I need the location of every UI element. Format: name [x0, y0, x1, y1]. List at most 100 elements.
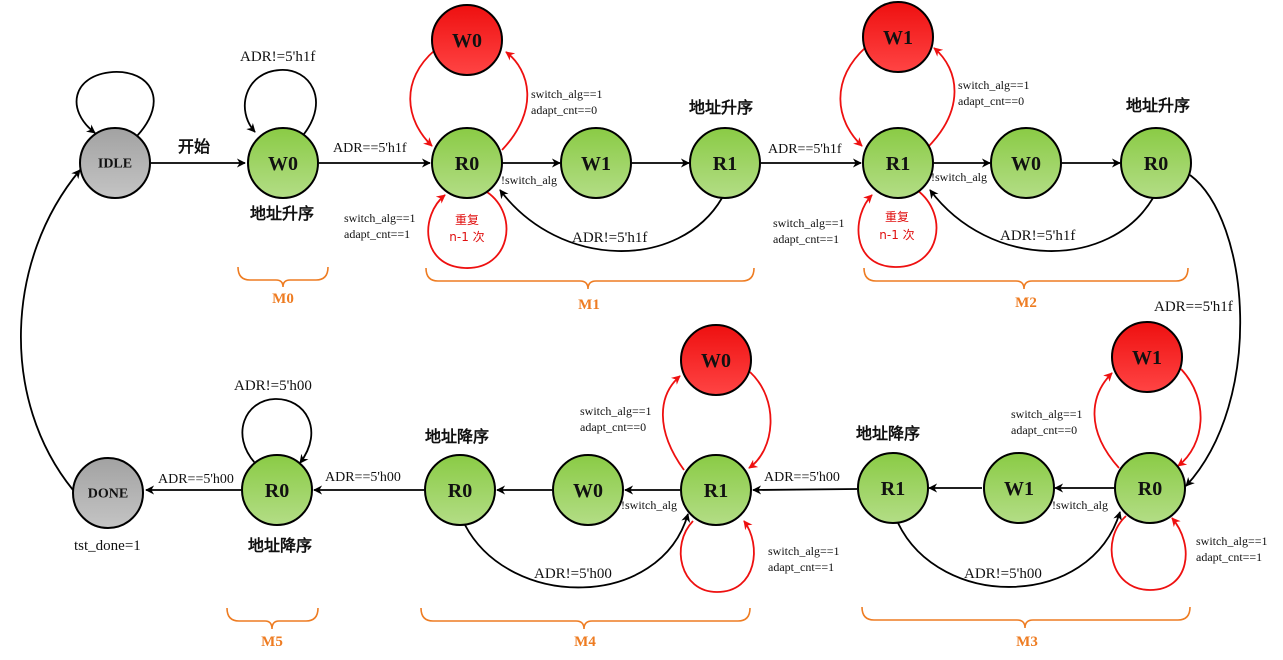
state-m2-r1[interactable]: R1 [862, 127, 934, 199]
state-m3-w1-red[interactable]: W1 [1111, 321, 1183, 393]
edge-m3-redw1-to-r0 [1177, 368, 1202, 467]
group-label-m5: M5 [261, 634, 283, 650]
state-done[interactable]: DONE [72, 457, 144, 529]
label-m2-self-switch: switch_alg==1 [773, 216, 845, 230]
state-m2-r0-label: R0 [1144, 153, 1168, 175]
group-label-m2: M2 [1015, 295, 1037, 311]
state-m1-r1[interactable]: R1 [689, 127, 761, 199]
edge-m2-to-m3 [1185, 174, 1242, 487]
bracket-m2 [863, 267, 1189, 290]
state-m4-w0-label: W0 [573, 480, 603, 502]
state-m4-r0-label: R0 [448, 480, 472, 502]
label-m1-switch: switch_alg==1 [531, 87, 603, 101]
label-m4-desc: 地址降序 [425, 427, 489, 446]
bracket-m4 [420, 607, 751, 630]
state-m4-w0[interactable]: W0 [552, 454, 624, 526]
label-m2-adapt0: adapt_cnt==0 [958, 94, 1024, 108]
state-done-label: DONE [88, 487, 128, 502]
label-m1-repeat-2: n-1 次 [449, 230, 484, 244]
edge-m2-r0-back [929, 189, 1154, 252]
state-m4-w0-red-label: W0 [701, 350, 731, 372]
edge-m5-r0-self [241, 398, 313, 464]
label-m3-self-switch: switch_alg==1 [1196, 534, 1268, 548]
label-m5-desc: 地址降序 [248, 536, 312, 555]
state-m3-r0[interactable]: R0 [1114, 452, 1186, 524]
state-m4-r0[interactable]: R0 [424, 454, 496, 526]
state-m0-w0-label: W0 [268, 153, 298, 175]
label-m5-self: ADR!=5'h00 [234, 378, 312, 394]
label-m4-to-m5: ADR==5'h00 [325, 470, 401, 485]
label-m2-to-m3: ADR==5'h1f [1154, 299, 1233, 315]
bracket-m3 [861, 606, 1191, 629]
label-m2-repeat-1: 重复 [885, 210, 909, 224]
state-m1-r0[interactable]: R0 [431, 127, 503, 199]
label-m0-to-m1: ADR==5'h1f [333, 141, 407, 156]
state-m2-w1-red[interactable]: W1 [862, 1, 934, 73]
label-m2-back: ADR!=5'h1f [1000, 228, 1075, 244]
label-m4-self-switch: switch_alg==1 [768, 544, 840, 558]
edge-m3-r0-to-redw1 [1093, 372, 1120, 469]
state-m4-r1[interactable]: R1 [680, 454, 752, 526]
label-m1-back: ADR!=5'h1f [572, 230, 647, 246]
state-m5-r0[interactable]: R0 [241, 454, 313, 526]
group-label-m1: M1 [578, 297, 600, 313]
state-m2-w1-red-label: W1 [883, 27, 913, 49]
label-m1-to-m2: ADR==5'h1f [768, 142, 842, 157]
edge-m3-to-m4 [752, 485, 858, 495]
group-label-m3: M3 [1016, 634, 1038, 650]
bracket-m0 [237, 266, 329, 288]
edge-m0-w0-self [243, 69, 317, 135]
edge-m1-r0-to-redw0 [501, 51, 529, 151]
edge-m1-r0-self [427, 191, 508, 269]
label-m2-asc: 地址升序 [1126, 96, 1190, 115]
label-m4-adapt0: adapt_cnt==0 [580, 420, 646, 434]
edge-m4-r1-to-redw0 [662, 375, 685, 471]
state-m1-w1-label: W1 [581, 153, 611, 175]
state-m4-r1-label: R1 [704, 480, 728, 502]
edge-m4-r1-self [679, 520, 755, 593]
state-idle-label: IDLE [98, 157, 132, 172]
state-m2-r1-label: R1 [886, 153, 910, 175]
state-idle[interactable]: IDLE [79, 127, 151, 199]
label-m3-self-adapt1: adapt_cnt==1 [1196, 550, 1262, 564]
label-m2-switch: switch_alg==1 [958, 78, 1030, 92]
state-m1-w0-red-label: W0 [452, 30, 482, 52]
edge-m1-redw0-to-r0 [409, 49, 436, 147]
state-m3-w1[interactable]: W1 [983, 452, 1055, 524]
state-m4-w0-red[interactable]: W0 [680, 324, 752, 396]
label-m3-adapt0: adapt_cnt==0 [1011, 423, 1077, 437]
state-m3-r1[interactable]: R1 [857, 452, 929, 524]
label-m3-not-switch: !switch_alg [1052, 498, 1108, 512]
state-m1-w1[interactable]: W1 [560, 127, 632, 199]
label-m1-repeat-1: 重复 [455, 213, 479, 227]
state-m3-r0-label: R0 [1138, 478, 1162, 500]
label-m4-not-switch: !switch_alg [621, 498, 677, 512]
label-m1-asc: 地址升序 [689, 98, 753, 117]
edge-m2-r1-to-redw1 [926, 47, 956, 149]
label-tst-done: tst_done=1 [74, 538, 141, 554]
state-m5-r0-label: R0 [265, 480, 289, 502]
state-m1-r1-label: R1 [713, 153, 737, 175]
state-m2-w0[interactable]: W0 [990, 127, 1062, 199]
state-m0-w0[interactable]: W0 [247, 127, 319, 199]
label-m1-adapt0: adapt_cnt==0 [531, 103, 597, 117]
label-m1-self-adapt1: adapt_cnt==1 [344, 227, 410, 241]
edge-m4-redw0-to-r1 [748, 371, 772, 469]
edge-idle-self [75, 71, 155, 137]
edge-m4-r0-back [464, 513, 691, 589]
edge-m3-r0-self [1110, 515, 1187, 591]
edge-m2-redw1-to-r1 [839, 46, 867, 147]
label-m3-to-m4: ADR==5'h00 [764, 470, 840, 485]
bracket-m5 [226, 607, 319, 630]
label-m1-self-switch: switch_alg==1 [344, 211, 416, 225]
state-m3-r1-label: R1 [881, 478, 905, 500]
state-m3-w1-red-label: W1 [1132, 347, 1162, 369]
state-m2-r0[interactable]: R0 [1120, 127, 1192, 199]
state-m1-r0-label: R0 [455, 153, 479, 175]
state-m1-w0-red[interactable]: W0 [431, 4, 503, 76]
label-m3-desc: 地址降序 [856, 424, 920, 443]
state-m2-w0-label: W0 [1011, 153, 1041, 175]
label-m4-back: ADR!=5'h00 [534, 566, 612, 582]
state-m3-w1-label: W1 [1004, 478, 1034, 500]
bracket-m1 [425, 267, 755, 290]
